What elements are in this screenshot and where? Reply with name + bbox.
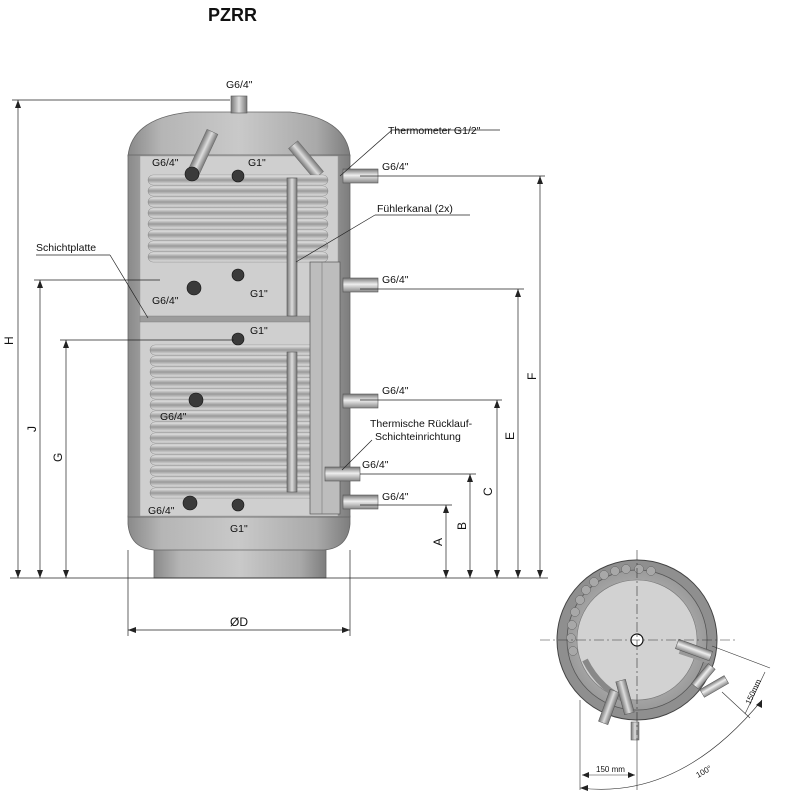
label-right-port-5: G6/4" — [382, 491, 409, 503]
label-sensor-channel: Fühlerkanal (2x) — [377, 203, 453, 215]
label-bottom-left-port: G6/4" — [148, 505, 175, 517]
dim-label-C: C — [481, 487, 495, 496]
label-right-port-1: G6/4" — [382, 161, 409, 173]
nozzle-right-5 — [342, 494, 379, 510]
label-bottom-center-port: G1" — [230, 523, 248, 535]
top-view-hole-ring — [566, 564, 656, 656]
label-mid-center-port-lower: G1" — [250, 325, 268, 337]
nozzle-right-2 — [342, 277, 379, 293]
dim-label-G: G — [51, 453, 65, 462]
label-upper-center-port: G1" — [248, 157, 266, 169]
label-return-stratification-2: Schichteinrichtung — [375, 431, 461, 443]
label-layer-plate: Schichtplatte — [36, 242, 96, 254]
label-right-port-2: G6/4" — [382, 274, 409, 286]
upper-heat-exchanger-coil — [147, 174, 329, 263]
label-mid-center-port-upper: G1" — [250, 288, 268, 300]
nozzle-right-3 — [342, 393, 379, 409]
label-upper-left-port: G6/4" — [152, 157, 179, 169]
dim-label-A: A — [431, 538, 445, 546]
dim-label-J: J — [25, 426, 39, 432]
dim-label-diameter: ØD — [230, 615, 248, 629]
label-mid-left-port: G6/4" — [152, 295, 179, 307]
dim-label-B: B — [455, 522, 469, 530]
tank-side-view — [127, 95, 379, 579]
label-thermometer: Thermometer G1/2" — [388, 125, 481, 137]
label-return-stratification-1: Thermische Rücklauf- — [370, 418, 473, 430]
label-right-port-3: G6/4" — [382, 385, 409, 397]
sensor-channel-upper — [286, 177, 298, 317]
dimension-arrows — [15, 100, 543, 633]
label-right-port-4: G6/4" — [362, 459, 389, 471]
top-view-offset-2: 150 mm — [596, 765, 625, 774]
port-labels: G6/4" Thermometer G1/2" G6/4" G1" G6/4" … — [36, 79, 481, 535]
dimension-labels: H J G F E C B A ØD — [2, 336, 539, 629]
tank-top-view: 150 mm 150mm 100° — [540, 550, 771, 791]
top-view-angle: 100° — [695, 764, 714, 780]
coil-ports — [182, 166, 245, 512]
dim-label-F: F — [525, 373, 539, 380]
label-top-port: G6/4" — [226, 79, 253, 91]
dim-label-E: E — [503, 432, 517, 440]
dimension-lines — [10, 99, 548, 636]
lower-heat-exchanger-coil — [149, 344, 327, 499]
label-lower-coil-port: G6/4" — [160, 411, 187, 423]
sensor-channel-lower — [286, 351, 298, 493]
dim-label-H: H — [2, 336, 16, 345]
page-title: PZRR — [208, 5, 257, 25]
layer-plate — [139, 315, 339, 323]
